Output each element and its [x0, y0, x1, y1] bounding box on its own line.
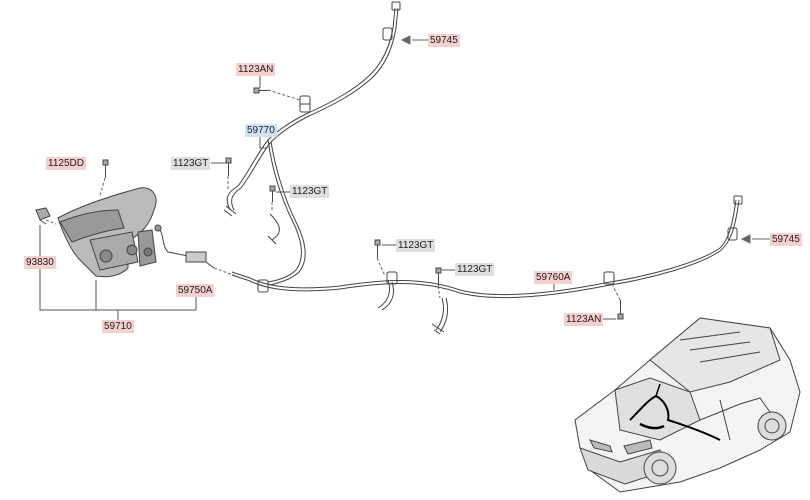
part-label-1123an-top[interactable]: 1123AN	[236, 63, 276, 76]
part-label-59750a[interactable]: 59750A	[176, 284, 215, 297]
cable-clip-icon	[299, 95, 311, 113]
part-label-1123gt-center[interactable]: 1123GT	[396, 239, 436, 252]
cable-clip-icon	[603, 271, 615, 285]
bolt-icon	[225, 157, 232, 176]
part-label-59745-right[interactable]: 59745	[770, 233, 802, 246]
equalizer-link-icon[interactable]	[154, 224, 215, 269]
bolt-icon	[253, 87, 268, 94]
lower-brake-cable[interactable]	[231, 195, 743, 335]
pointer-arrow-icon	[740, 234, 770, 244]
part-label-1123gt-right[interactable]: 1123GT	[455, 263, 495, 276]
part-label-59710[interactable]: 59710	[102, 320, 134, 333]
parking-brake-lever-icon[interactable]	[57, 187, 157, 278]
cable-clip-icon	[257, 279, 269, 293]
car-location-icon	[574, 317, 801, 493]
bolt-icon	[102, 159, 109, 178]
leader-lines	[45, 89, 621, 301]
part-label-59760a[interactable]: 59760A	[534, 271, 573, 284]
part-label-93830[interactable]: 93830	[24, 256, 56, 269]
part-label-1123gt-left[interactable]: 1123GT	[171, 157, 211, 170]
cable-clip-icon	[386, 271, 398, 285]
part-label-1123an-right[interactable]: 1123AN	[564, 313, 604, 326]
part-label-1125dd[interactable]: 1125DD	[46, 157, 86, 170]
part-label-59770[interactable]: 59770	[245, 124, 277, 137]
upper-brake-cable[interactable]	[223, 1, 401, 286]
cable-clip-icon	[382, 27, 393, 41]
bolt-icon	[435, 267, 442, 286]
bolt-icon	[374, 239, 381, 258]
bolt-icon	[617, 300, 624, 320]
part-label-1123gt-mid[interactable]: 1123GT	[290, 185, 330, 198]
bolt-icon	[269, 185, 276, 202]
part-label-59745-top[interactable]: 59745	[428, 34, 460, 47]
cable-clip-icon	[727, 227, 738, 241]
pointer-arrow-icon	[400, 35, 430, 45]
clip-icon-93830[interactable]	[35, 207, 51, 225]
